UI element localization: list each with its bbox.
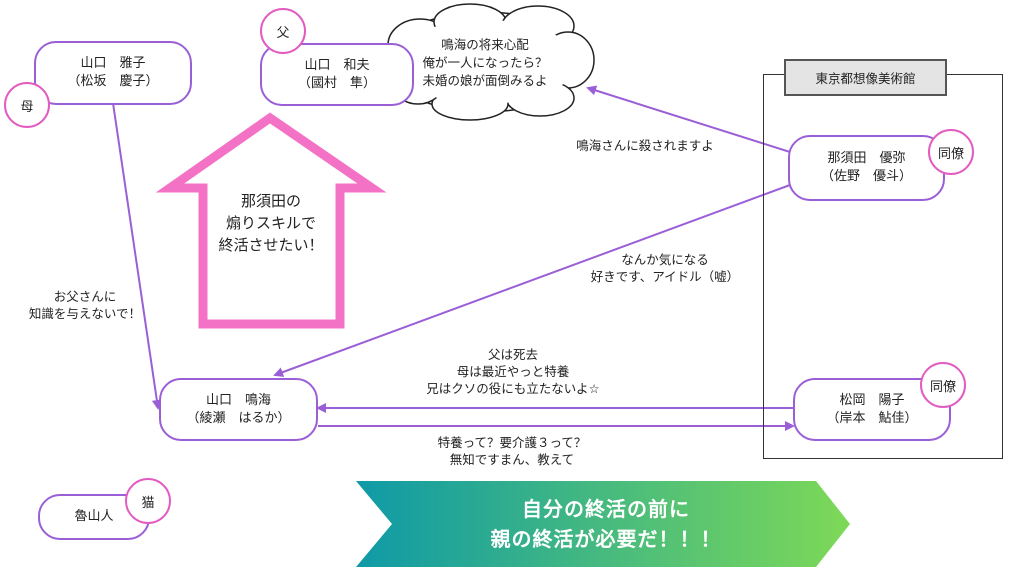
museum-label: 東京都想像美術館 [784,59,947,96]
banner-text: 自分の終活の前に 親の終活が必要だ！！！ [490,497,722,551]
house-text: 那須田の 煽りスキルで 終活させたい！ [218,192,324,254]
node-nasuda-yuya[interactable]: 那須田 優弥 （佐野 優斗） [788,135,945,201]
edge-nasuda-to-narumi [273,184,791,377]
thought-cloud-text: 鳴海の将来心配 俺が一人になったら？ 未婚の娘が面倒みるよ [422,37,548,88]
badge-colleague-matsuoka: 同僚 [920,362,966,408]
label-nasuda-to-kazuo: 鳴海さんに殺されますよ [576,138,714,153]
node-actor: （松坂 慶子） [67,74,159,89]
node-actor: （岸本 鮎佳） [826,410,918,426]
node-name: 山口 雅子 [80,56,146,71]
node-actor: （佐野 優斗） [820,169,912,184]
label-nasuda-to-narumi: なんか気になる 好きです、アイドル（嘘） [590,252,740,284]
badge-cat: 猫 [125,478,171,524]
edge-mother-to-narumi [112,102,162,410]
banner-chevron [356,481,850,567]
node-name: 那須田 優弥 [827,151,906,166]
node-name: 松岡 陽子 [839,392,905,408]
edge-nasuda-to-kazuo [586,85,791,153]
node-name: 魯山人 [74,509,114,524]
node-yamaguchi-masako[interactable]: 山口 雅子 （松坂 慶子） [34,41,192,105]
label-matsuoka-to-narumi: 父は死去 母は最近やっと特養 兄はクソの役にも立たないよ☆ [426,347,600,396]
badge-mother: 母 [4,82,50,128]
museum-label-text: 東京都想像美術館 [815,71,916,86]
node-name: 山口 和夫 [304,57,370,73]
house-arrow-shape [155,112,387,329]
label-mother-to-narumi: お父さんに 知識を与えないで！ [28,289,142,321]
label-narumi-to-matsuoka: 特養って？要介護３って？ 無知ですまん、教えて [437,435,587,467]
badge-father: 父 [260,8,306,54]
node-actor: （綾瀬 はるか） [186,410,291,426]
badge-colleague-nasuda: 同僚 [928,129,974,175]
node-yamaguchi-narumi[interactable]: 山口 鳴海 （綾瀬 はるか） [159,378,318,441]
node-name: 山口 鳴海 [205,392,271,408]
node-actor: （國村 隼） [297,75,376,91]
